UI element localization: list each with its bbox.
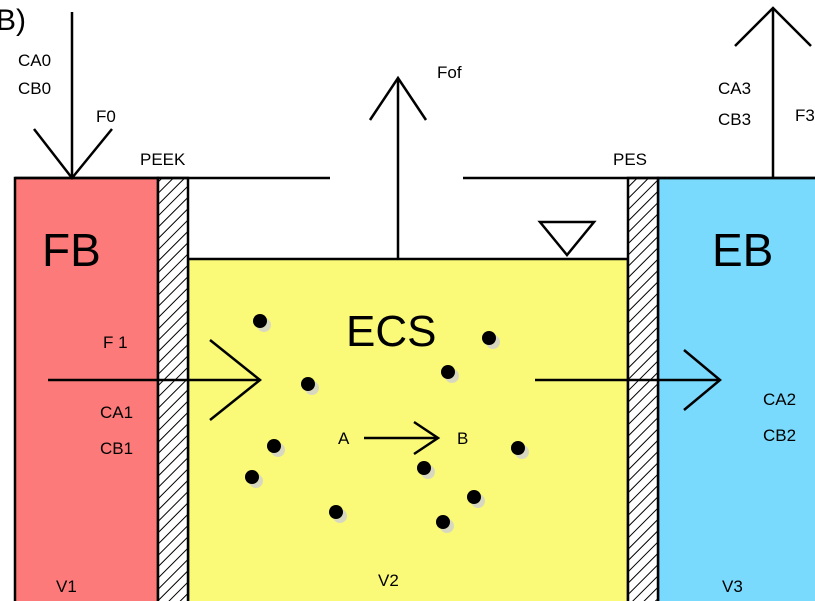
overflow-flow-label: Fof (437, 63, 462, 82)
fb-volume-label: V1 (56, 577, 77, 596)
exit-conc-b-label: CB3 (718, 110, 751, 129)
peek-membrane (156, 176, 190, 601)
cell-dot (482, 331, 500, 349)
cell-particles (245, 314, 529, 533)
cell-dot (436, 515, 454, 533)
left-membrane-label: PEEK (140, 150, 186, 169)
ecs-volume-label: V2 (378, 571, 399, 590)
cell-dot (329, 505, 347, 523)
feed-conc-b-label: CB0 (18, 79, 51, 98)
cell-dot (417, 461, 435, 479)
fb-compartment (13, 176, 160, 601)
cell-dot (245, 470, 263, 488)
eb-name: EB (712, 224, 773, 276)
reaction-reactant-label: A (338, 429, 350, 448)
feed-arrow (33, 12, 113, 181)
cell-dot (301, 377, 319, 395)
reaction-product-label: B (457, 429, 468, 448)
exit-conc-a-label: CA3 (718, 79, 751, 98)
transfer-in-conc-b-label: CB1 (100, 439, 133, 458)
transfer-out-arrow (535, 349, 722, 411)
cell-dot (267, 439, 285, 457)
transfer-out-conc-a-label: CA2 (763, 390, 796, 409)
right-membrane-label: PES (613, 150, 647, 169)
cell-dot (467, 490, 485, 508)
cell-dot (441, 365, 459, 383)
feed-flow-label: F0 (96, 107, 116, 126)
transfer-in-flow-label: F 1 (103, 333, 128, 352)
cell-dot (253, 314, 271, 332)
transfer-in-arrow (48, 339, 263, 421)
panel-letter: B) (0, 4, 26, 37)
liquid-level-marker (537, 220, 597, 257)
exit-flow-label: F3 (795, 106, 815, 125)
overflow-arrow (368, 75, 428, 259)
exit-arrow (734, 6, 812, 178)
reaction-arrow (364, 420, 441, 456)
transfer-in-conc-a-label: CA1 (100, 403, 133, 422)
eb-volume-label: V3 (722, 577, 743, 596)
transfer-out-conc-b-label: CB2 (763, 426, 796, 445)
ecs-name: ECS (346, 307, 436, 356)
cell-dot (511, 441, 529, 459)
fb-name: FB (42, 224, 101, 276)
feed-conc-a-label: CA0 (18, 51, 51, 70)
pes-membrane (626, 176, 660, 601)
